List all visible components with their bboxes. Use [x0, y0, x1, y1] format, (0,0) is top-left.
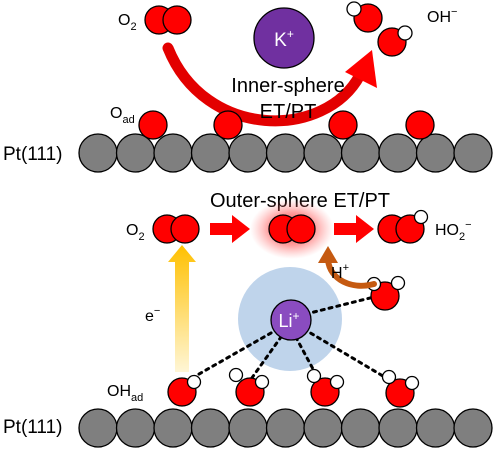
k-ion-label: K+	[274, 27, 294, 51]
o2-molecule-bottom	[152, 214, 200, 244]
pt-atom	[228, 408, 268, 448]
pt-surface-top	[78, 133, 493, 173]
o2-molecule-top	[144, 5, 192, 35]
pt-atom	[265, 133, 306, 173]
proton-transfer-arrow	[325, 257, 377, 289]
bottom-panel: Outer-sphere ET/PT	[3, 190, 493, 448]
pt-atom	[78, 133, 118, 173]
pt111-label-bottom: Pt(111)	[3, 417, 63, 438]
hydroxide-label-top: OH−	[427, 6, 457, 26]
potassium-cation: K+	[253, 7, 315, 69]
pt-atom	[453, 133, 493, 173]
adsorbed-oh-groups	[167, 367, 420, 408]
adsorbed-oxygen-atom	[213, 110, 243, 140]
electron-transfer-arrow	[168, 245, 196, 372]
reaction-arrow-1	[210, 215, 250, 243]
lithium-cation: Li+	[270, 299, 312, 341]
pt111-label-top: Pt(111)	[3, 144, 63, 165]
pt-atom	[78, 408, 118, 448]
pt-atom	[415, 408, 456, 448]
proton-transfer-arrowhead	[318, 246, 338, 263]
o2-label-top: O2	[118, 12, 137, 33]
pt-atom	[115, 133, 156, 173]
pt-atom	[415, 133, 456, 173]
adsorbed-oxygen-atom	[138, 110, 168, 140]
pt-atom	[153, 408, 193, 448]
pt-atom	[303, 408, 343, 448]
ho2-molecule-product	[377, 209, 429, 244]
inner-sphere-label-line2: ET/PT	[260, 101, 317, 123]
ho2-label: HO2−	[435, 219, 472, 243]
pt-atom	[378, 133, 418, 173]
pt-atom	[453, 408, 493, 448]
adsorbed-oxygen-atom	[405, 110, 435, 140]
top-panel: K+ O2 OH− Oad Inner-sphere ET/PT Pt(111)	[3, 1, 493, 173]
pt-atom	[340, 408, 381, 448]
oad-label-top: Oad	[110, 105, 135, 126]
water-molecule-proton-donor	[366, 275, 406, 311]
pt-atom	[190, 133, 231, 173]
proton-label: H+	[331, 262, 349, 282]
inner-sphere-label-line1: Inner-sphere	[231, 75, 344, 97]
inner-sphere-arrowhead	[345, 50, 377, 88]
pt-atom	[228, 133, 268, 173]
pt-atom	[265, 408, 306, 448]
adsorbed-oxygen-atoms	[138, 110, 435, 140]
electron-label: e−	[145, 305, 160, 325]
adsorbed-oxygen-atom	[328, 110, 358, 140]
reaction-arrow-2	[334, 215, 374, 243]
pt-atom	[303, 133, 343, 173]
ohad-label: OHad	[107, 383, 143, 404]
pt-atom	[153, 133, 193, 173]
pt-atom	[115, 408, 156, 448]
pt-atom	[378, 408, 418, 448]
inner-sphere-arrow	[162, 42, 366, 127]
pt-atom	[190, 408, 231, 448]
li-ion-label: Li+	[278, 309, 299, 331]
pt-surface-bottom	[78, 408, 493, 448]
o2-intermediate-glowing	[250, 199, 334, 259]
hydroxide-molecule-top	[346, 1, 413, 57]
o2-label-bottom: O2	[126, 222, 145, 243]
pt-atom	[340, 133, 381, 173]
